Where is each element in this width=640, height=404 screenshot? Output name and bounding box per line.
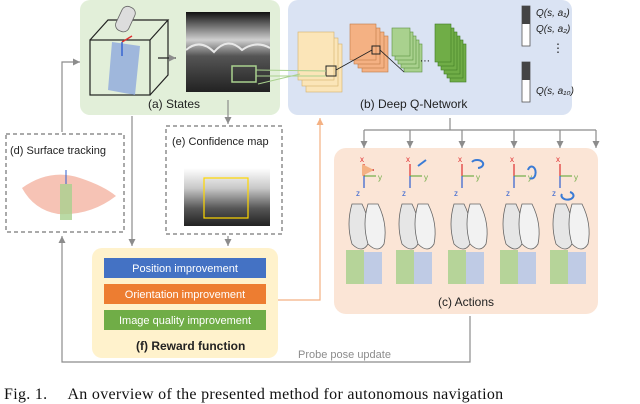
caption-fig: Fig. 1. — [4, 386, 48, 403]
surface-label: (d) Surface tracking — [10, 145, 106, 157]
caption-text: An overview of the presented method for … — [67, 386, 504, 403]
axis-y-5: y — [574, 173, 578, 182]
reward-position-label: Position improvement — [132, 263, 238, 275]
volume-cube-icon — [89, 19, 170, 96]
axis-y-3: y — [476, 173, 480, 182]
reward-image-quality — [104, 310, 266, 330]
axis-y-2: y — [424, 173, 428, 182]
roi-box — [231, 65, 257, 83]
flow-arrows — [58, 58, 600, 363]
axis-z-5: z — [552, 189, 556, 198]
reward-panel: Position improvement Orientation improve… — [92, 248, 278, 358]
q-ellipsis: ⋮ — [552, 41, 564, 55]
confidence-panel: (e) Confidence map — [165, 125, 283, 235]
q-value-1: Q(s, a₁) — [536, 8, 570, 19]
axis-y-4: y — [528, 173, 532, 182]
surface-panel: (d) Surface tracking — [5, 133, 125, 233]
reward-image-quality-label: Image quality improvement — [119, 315, 251, 327]
reward-orientation-label: Orientation improvement — [125, 289, 245, 301]
axis-x-3: x — [458, 155, 462, 164]
confidence-map-image — [184, 168, 270, 226]
axis-z-1: z — [356, 189, 360, 198]
feedback-label: Probe pose update — [298, 349, 391, 361]
states-label: (a) States — [148, 97, 200, 111]
axis-y-1: y — [378, 173, 382, 182]
probe-icon — [115, 5, 136, 56]
feature-maps: ⋯ — [255, 23, 467, 93]
reward-label: (f) Reward function — [136, 339, 245, 353]
reward-orientation — [104, 284, 266, 304]
q-value-10: Q(s, a₁₀) — [536, 86, 574, 97]
confidence-label: (e) Confidence map — [172, 136, 269, 148]
probe-pairs — [346, 203, 590, 284]
svg-text:⋯: ⋯ — [420, 56, 430, 67]
ultrasound-image — [186, 12, 270, 92]
axis-z-4: z — [506, 189, 510, 198]
figure-caption: Fig. 1. An overview of the presented meth… — [4, 386, 640, 404]
action-axes: x y z x y z x y z — [356, 155, 578, 201]
states-panel: (a) States — [80, 0, 280, 115]
dqn-label: (b) Deep Q-Network — [360, 97, 468, 111]
axis-z-3: z — [454, 189, 458, 198]
dqn-panel: ⋯ Q(s, a₁) Q(s, a₂) ⋮ Q(s, a₁₀) (b) Deep… — [255, 0, 574, 115]
actions-panel: x y z x y z x y z — [334, 148, 598, 314]
axis-x-2: x — [406, 155, 410, 164]
reward-position — [104, 258, 266, 278]
axis-x-1: x — [360, 155, 364, 164]
q-value-2: Q(s, a₂) — [536, 24, 570, 35]
actions-label: (c) Actions — [438, 295, 494, 309]
image-plane — [108, 42, 140, 95]
axis-z-2: z — [402, 189, 406, 198]
axis-x-5: x — [556, 155, 560, 164]
q-output-bars — [521, 5, 531, 103]
axis-x-4: x — [510, 155, 514, 164]
